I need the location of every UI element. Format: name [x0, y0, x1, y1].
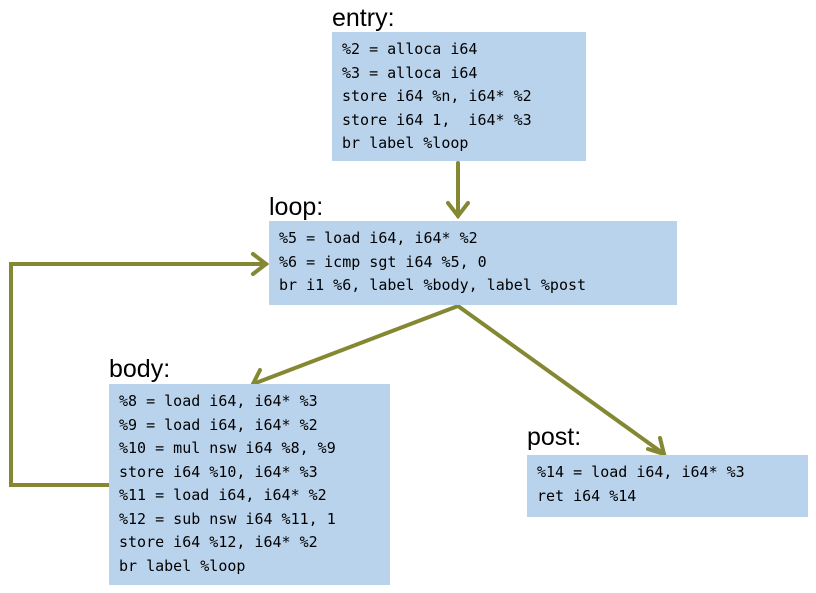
- edge-loop-to-post: [456, 304, 666, 456]
- edge-entry-to-loop-arrowhead: [446, 201, 470, 220]
- basic-block-body: %8 = load i64, i64* %3 %9 = load i64, i6…: [109, 384, 390, 585]
- code-line: %12 = sub nsw i64 %11, 1: [119, 509, 336, 528]
- code-line: br i1 %6, label %body, label %post: [279, 276, 587, 294]
- code-line: %3 = alloca i64: [342, 63, 478, 82]
- code-line: %9 = load i64, i64* %2: [119, 415, 318, 434]
- block-label-post: post:: [527, 423, 582, 451]
- code-line: store i64 %10, i64* %3: [119, 462, 318, 481]
- code-line: store i64 1, i64* %3: [342, 110, 532, 129]
- edge-body-to-loop-arrowhead: [251, 252, 270, 276]
- code-line: store i64 %12, i64* %2: [119, 533, 318, 551]
- block-label-entry: entry:: [332, 4, 395, 32]
- code-line: ret i64 %14: [537, 486, 637, 505]
- basic-block-post: %14 = load i64, i64* %3 ret i64 %14: [527, 455, 808, 517]
- edge-body-to-loop: [9, 262, 268, 487]
- code-line: br label %loop: [119, 556, 246, 575]
- code-line: %11 = load i64, i64* %2: [119, 486, 327, 504]
- code-line: %10 = mul nsw i64 %8, %9: [119, 439, 336, 457]
- block-label-loop: loop:: [269, 193, 324, 221]
- edge-loop-to-post-arrowhead: [646, 436, 667, 457]
- code-line: %14 = load i64, i64* %3: [537, 463, 745, 481]
- code-line: store i64 %n, i64* %2: [342, 87, 532, 105]
- edge-loop-to-body: [251, 304, 460, 386]
- basic-block-loop: %5 = load i64, i64* %2 %6 = icmp sgt i64…: [269, 221, 677, 305]
- code-line: %6 = icmp sgt i64 %5, 0: [279, 252, 487, 271]
- code-line: %5 = load i64, i64* %2: [279, 229, 478, 247]
- code-line: br label %loop: [342, 134, 469, 152]
- basic-block-entry: %2 = alloca i64 %3 = alloca i64 store i6…: [332, 32, 586, 161]
- code-line: %8 = load i64, i64* %3: [119, 392, 318, 410]
- block-label-body: body:: [109, 355, 171, 383]
- code-line: %2 = alloca i64: [342, 40, 478, 58]
